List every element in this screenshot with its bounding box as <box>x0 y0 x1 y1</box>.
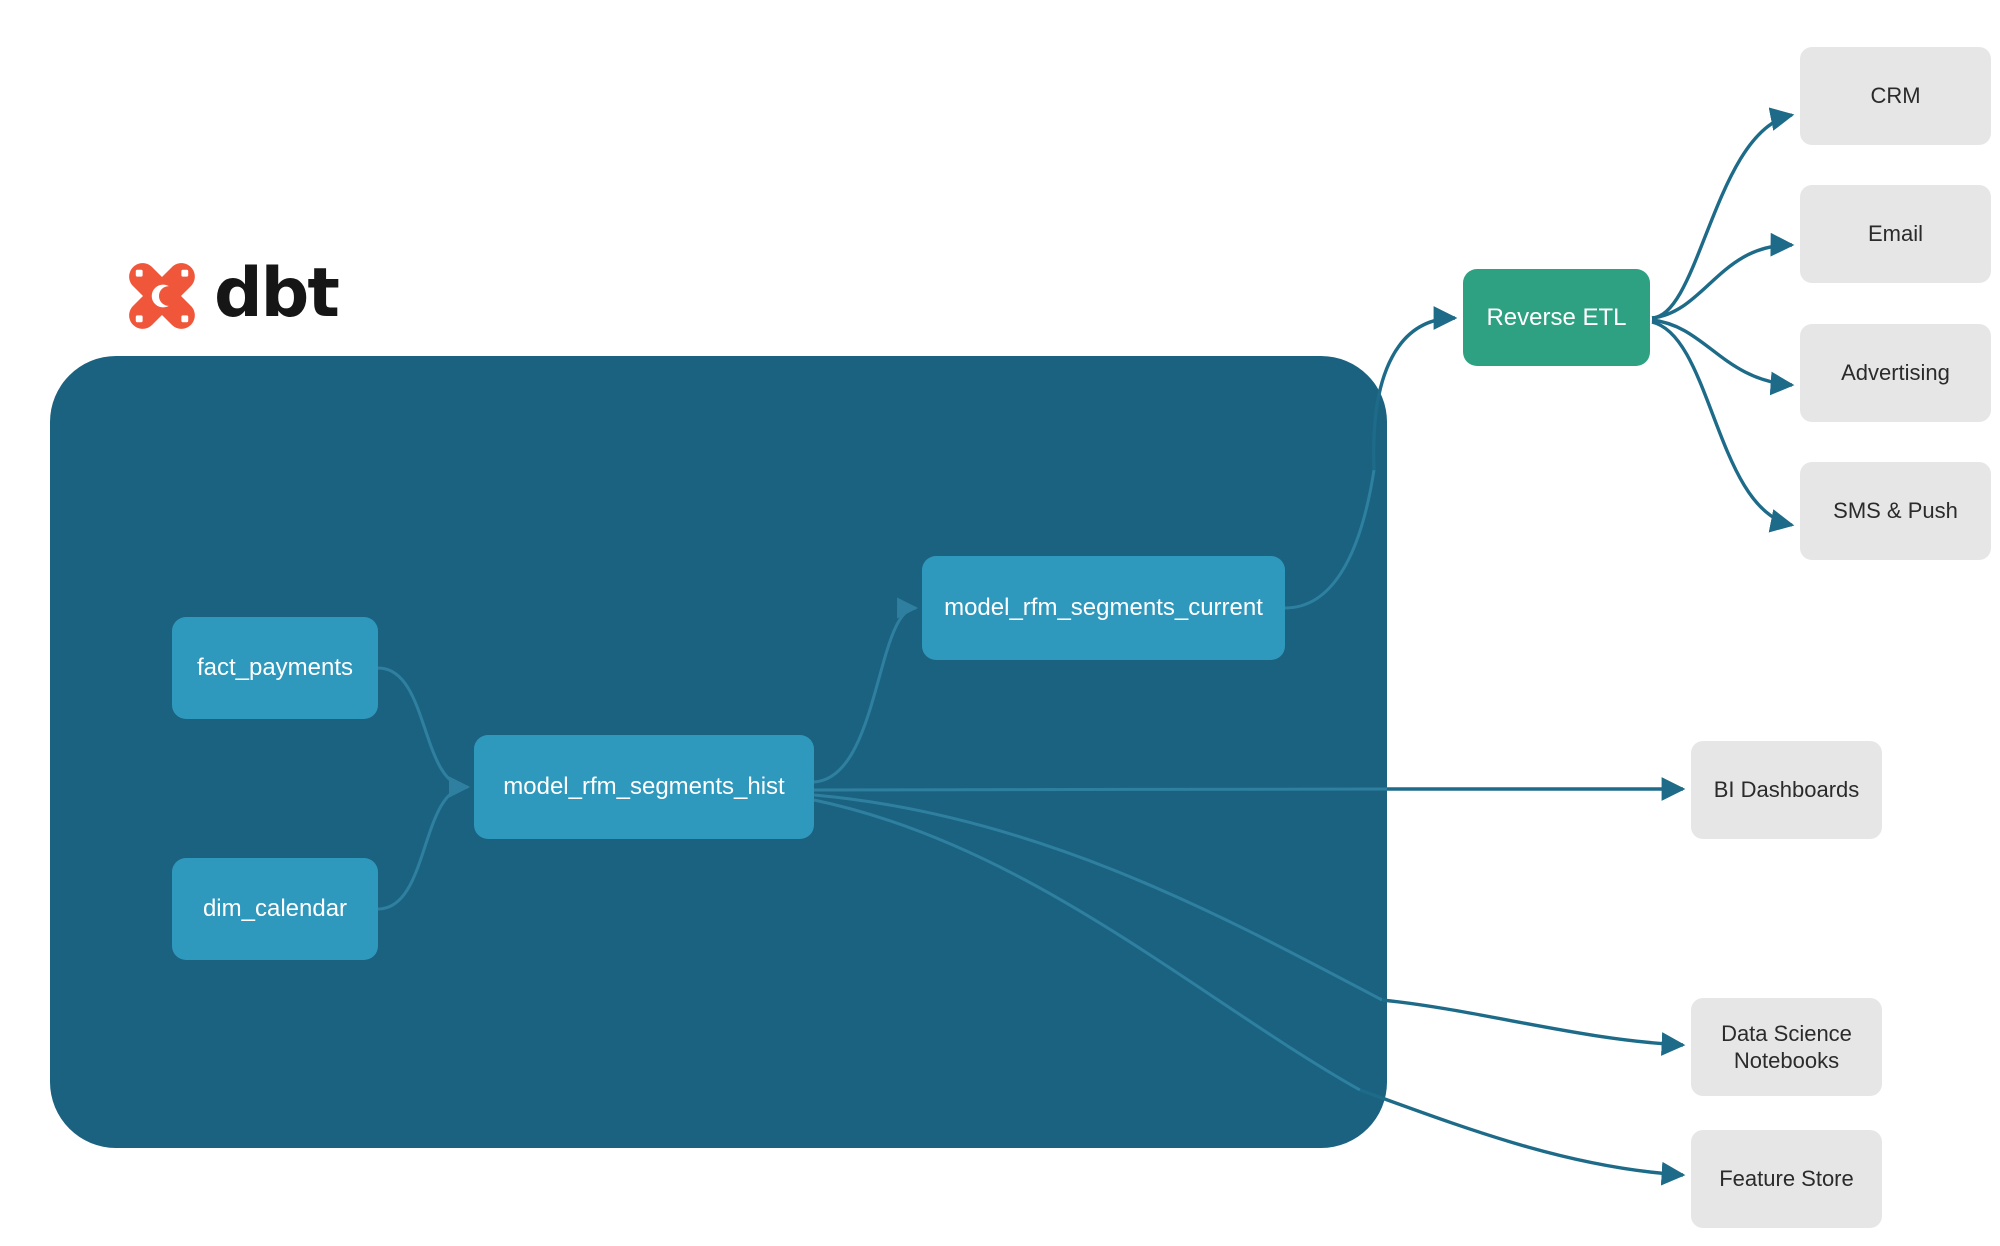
edge-reverse-etl-to-crm <box>1651 107 1795 320</box>
edge-to-reverse-etl <box>1371 306 1458 471</box>
node-label: dim_calendar <box>202 895 348 922</box>
node-label: SMS & Push <box>1833 498 1958 524</box>
node-label: Data Science Notebooks <box>1721 1020 1852 1074</box>
destination-node-crm[interactable]: CRM <box>1800 47 1991 145</box>
destination-node-feature-store[interactable]: Feature Store <box>1691 1130 1882 1228</box>
node-label: Advertising <box>1841 360 1950 386</box>
node-label: CRM <box>1870 83 1921 109</box>
edge-to-data-science-notebooks <box>1381 998 1686 1056</box>
dbt-brand: dbt <box>124 254 340 334</box>
node-label: Reverse ETL <box>1486 303 1627 331</box>
edge-hist-to-bi-internal <box>813 787 1388 792</box>
node-label: model_rfm_segments_current <box>944 594 1263 621</box>
reverse-etl-node[interactable]: Reverse ETL <box>1463 269 1650 366</box>
model-node-fact-payments[interactable]: fact_payments <box>172 617 378 719</box>
model-node-model-rfm-segments-current[interactable]: model_rfm_segments_current <box>922 556 1285 660</box>
edge-current-to-container-edge <box>1284 469 1376 610</box>
model-node-model-rfm-segments-hist[interactable]: model_rfm_segments_hist <box>474 735 814 839</box>
edge-dim-calendar-to-hist <box>377 776 471 911</box>
node-label: BI Dashboards <box>1713 777 1860 803</box>
destination-node-sms-push[interactable]: SMS & Push <box>1800 462 1991 560</box>
destination-node-bi-dashboards[interactable]: BI Dashboards <box>1691 741 1882 839</box>
node-label: Email <box>1867 221 1923 247</box>
dbt-wordmark: dbt <box>214 254 340 333</box>
edge-hist-to-notebooks-internal <box>813 793 1383 1002</box>
edge-hist-to-feature-store-internal <box>813 798 1361 1092</box>
edge-hist-to-current <box>813 597 919 784</box>
destination-node-data-science-notebooks[interactable]: Data Science Notebooks <box>1691 998 1882 1096</box>
edge-reverse-etl-to-sms-push <box>1651 320 1795 533</box>
edge-reverse-etl-to-email <box>1651 232 1795 320</box>
edge-reverse-etl-to-advertising <box>1651 318 1795 396</box>
node-label: model_rfm_segments_hist <box>503 773 785 800</box>
node-label: fact_payments <box>196 654 354 681</box>
destination-node-advertising[interactable]: Advertising <box>1800 324 1991 422</box>
destination-node-email[interactable]: Email <box>1800 185 1991 283</box>
model-node-dim-calendar[interactable]: dim_calendar <box>172 858 378 960</box>
node-label: Feature Store <box>1719 1166 1854 1192</box>
edge-to-feature-store <box>1359 1088 1686 1186</box>
dbt-x-logo-icon <box>129 263 195 329</box>
